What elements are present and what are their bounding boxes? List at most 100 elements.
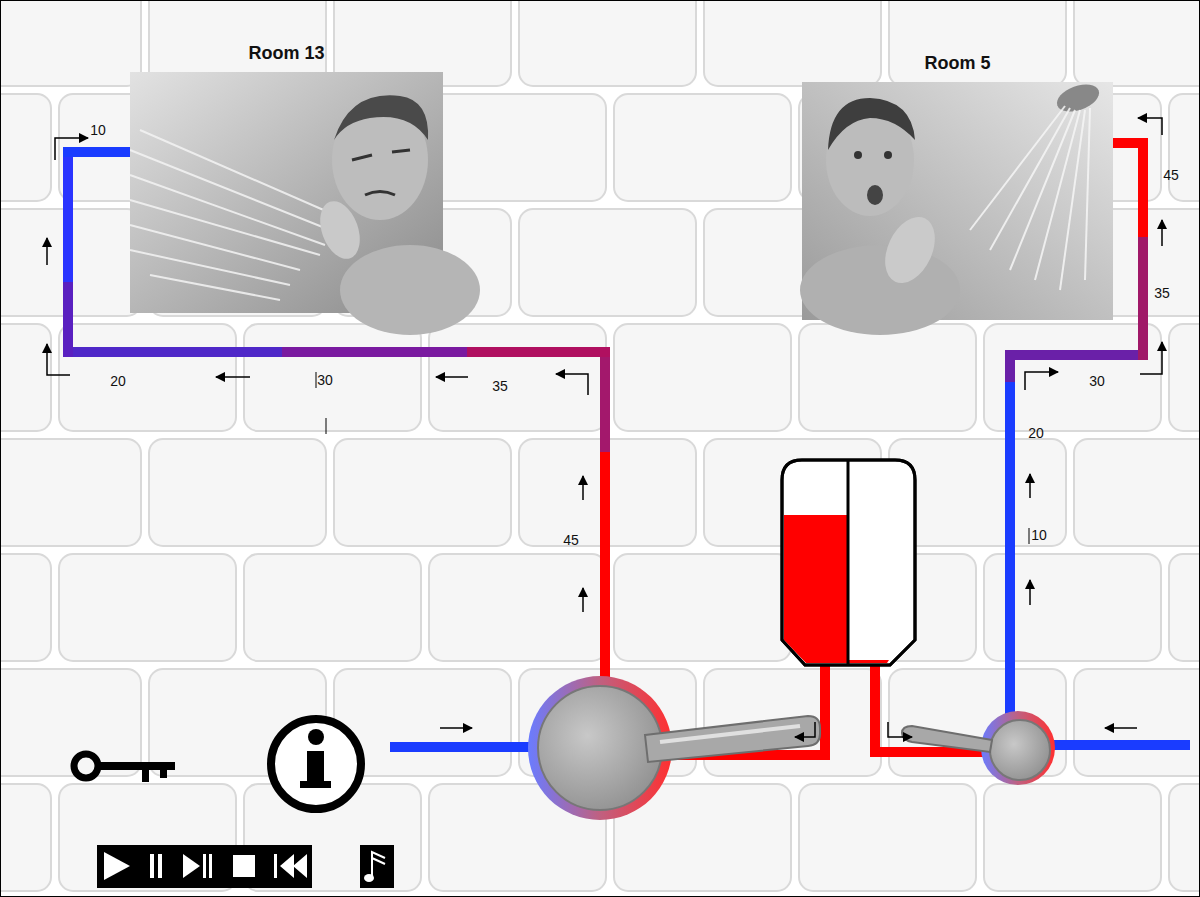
- rewind-button: [280, 854, 307, 878]
- brick: [0, 784, 51, 891]
- brick: [334, 439, 511, 546]
- water-spray: [130, 150, 330, 230]
- water-spray: [130, 225, 300, 270]
- info-ring: [271, 719, 361, 809]
- temperature-label: 45: [1162, 167, 1180, 183]
- brick: [244, 324, 421, 431]
- music-note: [364, 874, 374, 882]
- flow-arrow: [1138, 118, 1162, 135]
- brick: [59, 324, 236, 431]
- brick: [614, 94, 791, 201]
- brick: [0, 554, 51, 661]
- warm-pipe: [1138, 235, 1148, 360]
- play-button: [104, 852, 130, 880]
- brick: [1169, 94, 1200, 201]
- warm-pipe: [600, 347, 610, 452]
- flow-arrow: [556, 374, 588, 395]
- temperature-label: 20: [1027, 425, 1045, 441]
- flow-arrow: [1105, 727, 1137, 729]
- info-icon: [271, 719, 361, 809]
- cool-pipe: [63, 280, 73, 357]
- cursor-marks: [316, 372, 1029, 544]
- temperature-label: 35: [491, 378, 509, 394]
- cool-pipe: [63, 347, 282, 357]
- shower-room: Room 13: [130, 42, 443, 313]
- inlet-pipe: [1050, 740, 1190, 750]
- water-spray: [130, 250, 290, 285]
- water-spray: [130, 200, 320, 255]
- flow-arrow: [888, 722, 912, 737]
- brick: [1074, 0, 1200, 86]
- flow-arrow: [47, 344, 70, 375]
- brick: [429, 554, 606, 661]
- room-heading: Room 5: [802, 52, 1113, 74]
- cursor-mark: [326, 418, 327, 434]
- cold-pipe: [63, 147, 73, 282]
- brick: [0, 669, 141, 776]
- brick: [519, 0, 696, 86]
- hot-pipe: [1138, 138, 1148, 237]
- valve-handle: [645, 716, 820, 762]
- cool-pipe: [1005, 350, 1148, 360]
- step-button: [183, 854, 200, 878]
- key-ring: [74, 754, 98, 778]
- brick: [429, 94, 606, 201]
- brick: [429, 324, 606, 431]
- water-spray: [970, 106, 1065, 230]
- step-button: [203, 854, 206, 878]
- pause-button: [150, 854, 154, 878]
- flow-arrow: [795, 722, 815, 737]
- hand: [875, 209, 944, 291]
- brick: [614, 324, 791, 431]
- shower-room: Room 5: [802, 52, 1113, 320]
- rewind-button: [274, 854, 277, 878]
- warm-pipe: [465, 347, 610, 357]
- valve-handle: [902, 726, 992, 752]
- water-spray: [990, 108, 1070, 250]
- eyes: [352, 150, 410, 160]
- hair: [334, 95, 428, 140]
- key-tooth: [160, 768, 167, 778]
- shower-photo: [800, 79, 1113, 335]
- flow-arrow: [436, 376, 468, 378]
- temperature-label: 45: [562, 532, 580, 548]
- water-spray: [970, 106, 1090, 290]
- eye: [884, 151, 892, 159]
- brick: [614, 554, 791, 661]
- music-note: [372, 852, 385, 878]
- water-tank: [782, 460, 915, 665]
- flow-arrow: [1140, 342, 1162, 374]
- music-button: [360, 845, 394, 888]
- hot-water-level: [849, 660, 889, 663]
- control-bar: [97, 845, 312, 888]
- shower-photo: [130, 72, 480, 335]
- media-controls: [97, 845, 394, 888]
- flow-arrow: [46, 238, 48, 265]
- flow-arrows: [47, 118, 1162, 737]
- flow-arrow: [216, 376, 250, 378]
- info-base: [300, 781, 331, 788]
- tank-divider: [847, 460, 850, 665]
- hair: [828, 98, 915, 150]
- water-spray: [130, 130, 335, 300]
- mixer-valve: [902, 711, 1055, 785]
- room-heading: Room 13: [130, 42, 443, 64]
- temperature-label: 30: [316, 372, 334, 388]
- brick: [889, 0, 1066, 86]
- brick: [1169, 324, 1200, 431]
- eye: [854, 151, 862, 159]
- inlet-pipe: [390, 742, 535, 752]
- flow-arrow: [440, 727, 472, 729]
- brick: [0, 94, 51, 201]
- key-tooth: [142, 768, 149, 782]
- brick: [519, 209, 696, 316]
- brick: [984, 784, 1161, 891]
- brick: [1169, 554, 1200, 661]
- valve-rim: [981, 711, 1055, 785]
- brick: [0, 439, 141, 546]
- flow-arrow: [1029, 580, 1031, 605]
- cursor-mark: [316, 372, 317, 388]
